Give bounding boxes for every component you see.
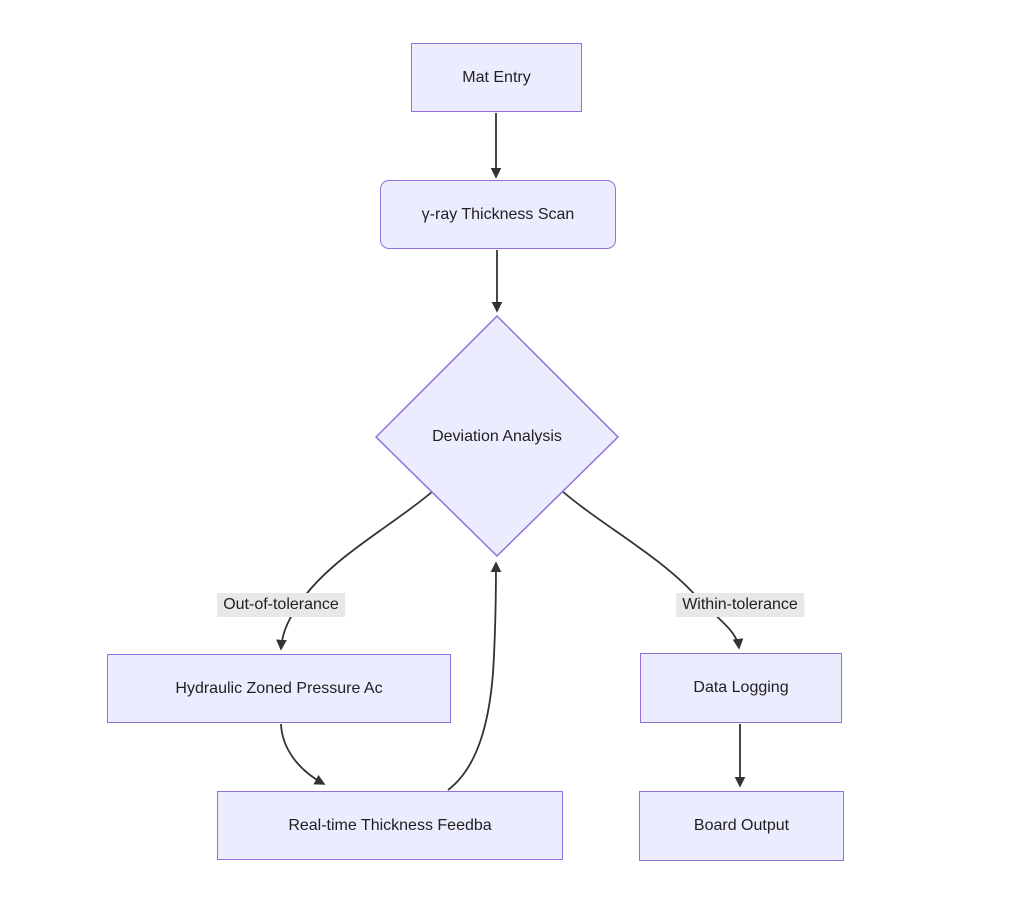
edge-realtime-to-deviation: [447, 561, 502, 791]
node-deviation-analysis-label: Deviation Analysis: [432, 428, 562, 445]
edge-label-out-of-tolerance: Out-of-tolerance: [217, 593, 345, 617]
edge-deviation-to-logging: [561, 490, 744, 650]
node-mat-entry: Mat Entry: [411, 43, 582, 112]
node-hydraulic-zoned-pressure: Hydraulic Zoned Pressure Ac: [107, 654, 451, 723]
edge-hydraulic-to-realtime: [280, 723, 326, 785]
node-data-logging: Data Logging: [640, 653, 842, 723]
deviation-analysis-diamond: [374, 314, 620, 558]
node-board-output: Board Output: [639, 791, 844, 861]
node-realtime-thickness-feedback: Real-time Thickness Feedba: [217, 791, 563, 860]
node-gamma-ray-thickness-scan: γ-ray Thickness Scan: [380, 180, 616, 249]
edge-deviation-to-hydraulic: [276, 490, 434, 651]
edge-label-within-tolerance: Within-tolerance: [676, 593, 804, 617]
